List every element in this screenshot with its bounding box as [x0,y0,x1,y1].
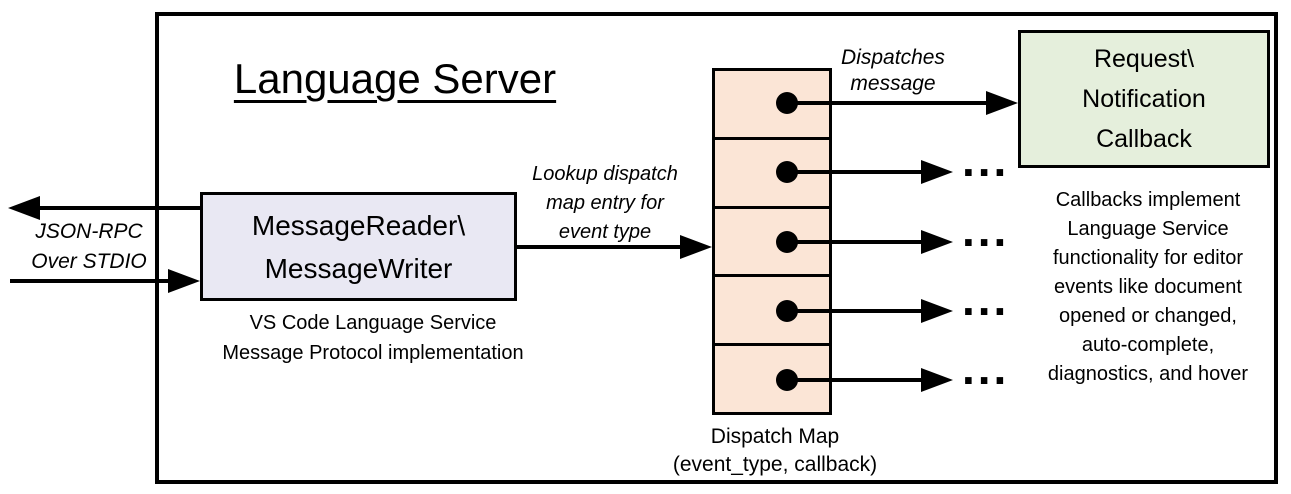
dispatch-map-caption: Dispatch Map (event_type, callback) [647,423,903,479]
lookup-dispatch-label-line3: event type [558,221,652,243]
message-box-caption-line2: Message Protocol implementation [222,342,524,364]
message-writer-label: MessageWriter [264,252,453,284]
lookup-dispatch-label: Lookup dispatch map entry for event type [500,160,710,247]
callback-note-line: diagnostics, and hover [1047,363,1249,385]
callback-note-line: Callbacks implement [1055,189,1241,211]
message-box-caption-line1: VS Code Language Service [249,312,497,334]
callback-note: Callbacks implement Language Service fun… [1023,186,1273,389]
dispatches-message-label-line1: Dispatches [841,46,945,69]
json-rpc-stdio-label-line1: JSON-RPC [35,220,143,243]
ellipsis-row5: ... [962,342,1010,394]
language-server-boundary-box [155,12,1278,484]
page-title: Language Server [160,55,630,102]
dispatches-message-label: Dispatches message [818,45,968,97]
dispatch-map-caption-line1: Dispatch Map [710,425,840,448]
ellipsis-row3: ... [962,204,1010,256]
ellipsis-row2: ... [962,134,1010,186]
message-reader-label: MessageReader\ [251,209,466,241]
callback-box-line2: Notification [1082,85,1206,113]
message-reader-writer-box: MessageReader\ MessageWriter [200,192,517,301]
dispatch-map-cell [715,346,829,412]
page-title-text: Language Server [233,55,557,102]
message-box-caption: VS Code Language Service Message Protoco… [188,308,558,368]
dispatch-map-cell [715,277,829,347]
dispatch-map-table [712,68,832,415]
callback-note-line: Language Service [1067,218,1229,240]
callback-note-line: events like document [1054,276,1242,298]
dispatch-map-cell [715,71,829,140]
ellipsis-row4: ... [962,273,1010,325]
dispatch-map-cell [715,209,829,278]
callback-box-line3: Callback [1096,125,1192,153]
callback-note-line: auto-complete, [1081,334,1215,356]
request-notification-callback-box: Request\ Notification Callback [1018,30,1270,168]
json-rpc-stdio-label-line2: Over STDIO [31,250,147,273]
callback-note-line: functionality for editor [1052,247,1244,269]
dispatch-map-cell [715,140,829,209]
lookup-dispatch-label-line1: Lookup dispatch [532,163,678,185]
dispatches-message-label-line2: message [850,72,936,95]
lookup-dispatch-label-line2: map entry for [546,192,664,214]
dispatch-map-caption-line2: (event_type, callback) [672,453,878,476]
callback-note-line: opened or changed, [1059,305,1237,327]
json-rpc-stdio-label: JSON-RPC Over STDIO [14,217,164,277]
callback-box-line1: Request\ [1093,45,1195,73]
